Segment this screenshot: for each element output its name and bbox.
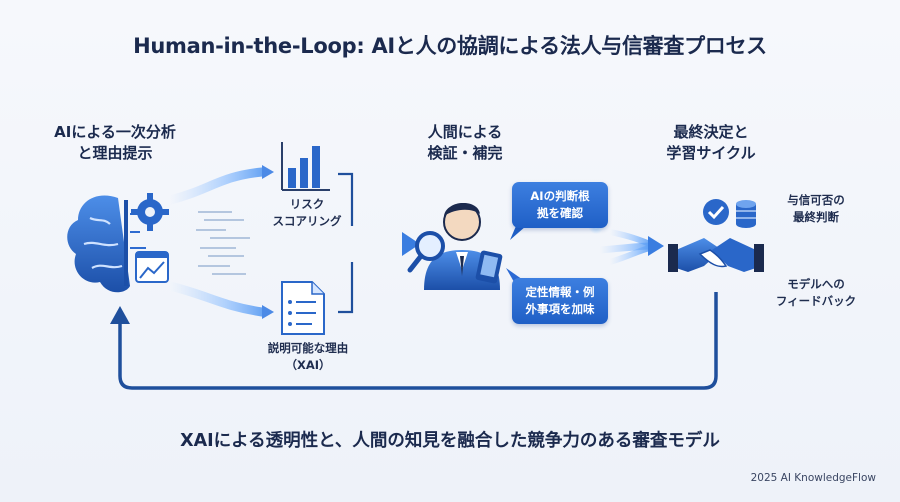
check-icon xyxy=(703,199,729,225)
final-decision-label: 与信可否の 最終判断 xyxy=(766,192,866,226)
coins-icon xyxy=(736,200,756,228)
risk-chart-icon xyxy=(281,142,330,191)
xai-label: 説明可能な理由 （XAI） xyxy=(248,340,368,374)
stage3-heading-line2: 学習サイクル xyxy=(666,144,756,162)
tagline: XAIによる透明性と、人間の知見を融合した競争力のある審査モデル xyxy=(180,431,720,451)
magnifier-icon xyxy=(407,231,445,273)
feedback-loop-arrow xyxy=(110,292,718,390)
final-decision-line2: 最終判断 xyxy=(793,210,839,224)
stage3-heading-line1: 最終決定と xyxy=(673,123,749,141)
stage3-heading: 最終決定と 学習サイクル xyxy=(646,122,776,164)
bubble-top-line2: 拠を確認 xyxy=(537,206,583,220)
converge-connector xyxy=(333,172,420,314)
feedback-line2: フィードバック xyxy=(775,294,857,308)
stage1-heading-line2: と理由提示 xyxy=(77,144,153,162)
risk-scoring-line1: リスク xyxy=(289,197,325,211)
bubble-tail-top xyxy=(510,226,526,240)
page-title: Human-in-the-Loop: AIと人の協調による法人与信審査プロセス xyxy=(133,34,767,58)
stage1-heading: AIによる一次分析 と理由提示 xyxy=(40,122,190,164)
bubble-qualitative-info: 定性情報・例 外事項を加味 xyxy=(512,278,608,324)
data-stream xyxy=(165,165,274,319)
stage2-heading-line2: 検証・補完 xyxy=(427,144,503,162)
risk-scoring-label: リスク スコアリング xyxy=(252,196,362,230)
xai-line1: 説明可能な理由 xyxy=(267,341,349,355)
handshake-icon xyxy=(668,238,764,272)
xai-line2: （XAI） xyxy=(285,358,331,372)
stage2-heading-line1: 人間による xyxy=(427,123,503,141)
document-icon xyxy=(281,281,325,335)
bubble-bottom-line2: 外事項を加味 xyxy=(525,302,595,316)
risk-scoring-line2: スコアリング xyxy=(272,214,342,228)
mini-chart-icon xyxy=(135,251,169,283)
bubble-bottom-line1: 定性情報・例 xyxy=(525,285,595,299)
final-decision-line1: 与信可否の xyxy=(787,193,845,207)
feedback-line1: モデルへの xyxy=(787,277,845,291)
tablet-icon xyxy=(475,250,503,284)
stage1-heading-line1: AIによる一次分析 xyxy=(54,123,176,141)
converge-to-decision xyxy=(588,218,664,265)
bubble-verify-ai-basis: AIの判断根 拠を確認 xyxy=(512,182,608,228)
stage2-heading: 人間による 検証・補完 xyxy=(400,122,530,164)
gear-icon xyxy=(131,193,169,231)
bubble-top-line1: AIの判断根 xyxy=(530,189,590,203)
feedback-label: モデルへの フィードバック xyxy=(760,276,872,310)
footer-credit: 2025 AI KnowledgeFlow xyxy=(750,472,876,484)
